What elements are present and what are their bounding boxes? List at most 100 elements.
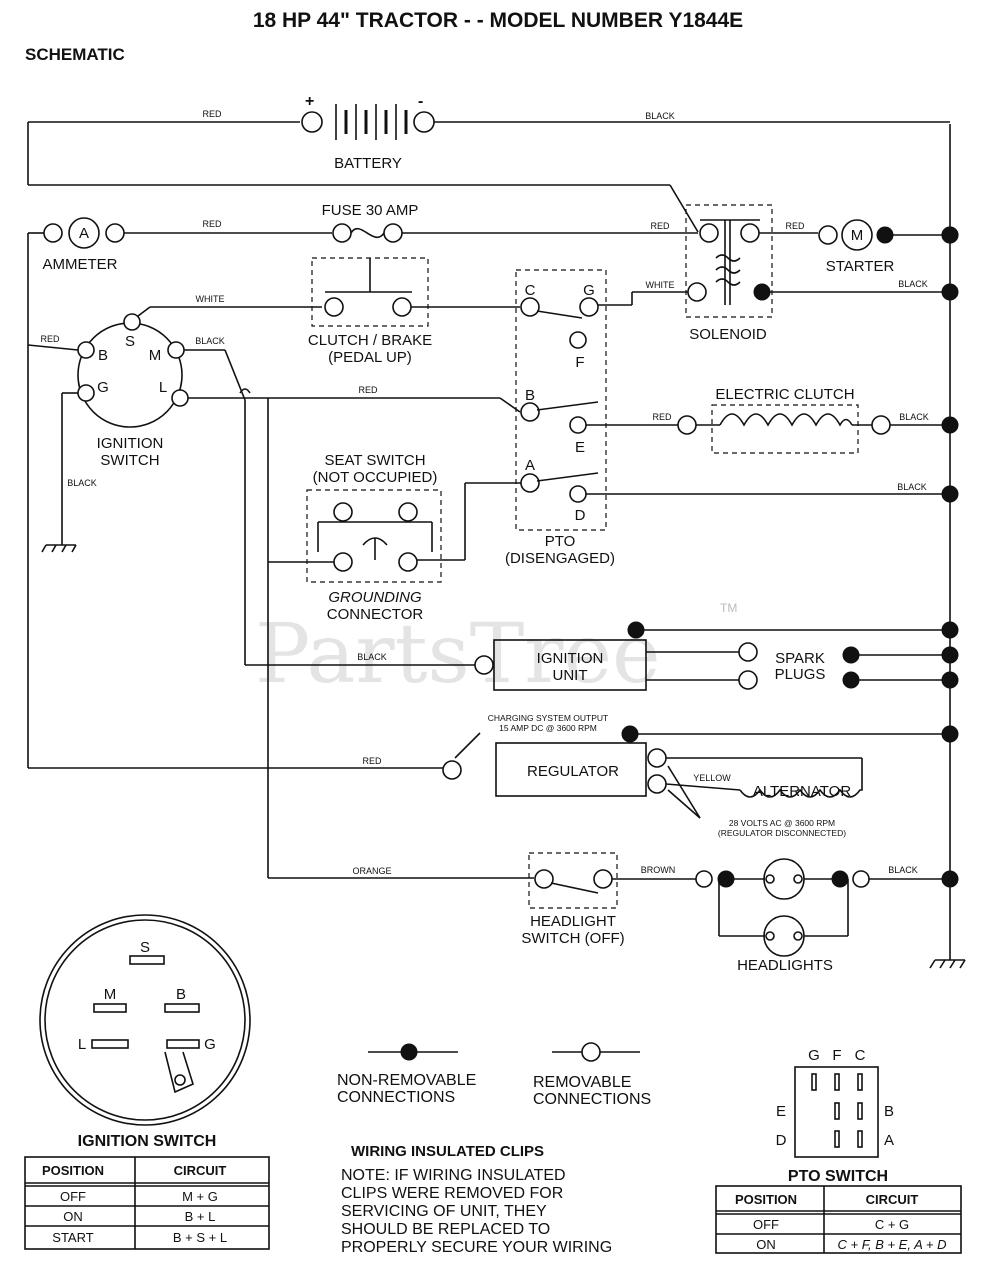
battery-label: BATTERY xyxy=(334,155,402,172)
wiring-clips-heading: WIRING INSULATED CLIPS xyxy=(351,1143,544,1160)
wiring-clips-line-1: NOTE: IF WIRING INSULATED xyxy=(341,1167,566,1184)
pto-table-header-circuit: CIRCUIT xyxy=(866,1192,919,1207)
charging-note-2: 15 AMP DC @ 3600 RPM xyxy=(499,723,597,733)
ammeter: A AMMETER xyxy=(27,217,332,345)
pto-face-right-b: B xyxy=(884,1103,894,1120)
terminal-l: L xyxy=(159,379,167,396)
volts-note-1: 28 VOLTS AC @ 3600 RPM xyxy=(729,818,835,828)
wire-label-white-solenoid: WHITE xyxy=(646,280,675,290)
clutch-brake-switch: CLUTCH / BRAKE (PEDAL UP) xyxy=(308,257,520,366)
pto-terminal-g: G xyxy=(583,282,595,299)
wire-label-red-b: RED xyxy=(40,334,60,344)
pto-table-header-position: POSITION xyxy=(735,1192,797,1207)
electric-clutch-label: ELECTRIC CLUTCH xyxy=(715,386,854,403)
wire-label-black-m: BLACK xyxy=(195,336,225,346)
terminal-m: M xyxy=(149,347,162,364)
face-label-l: L xyxy=(78,1036,86,1053)
watermark-tm: TM xyxy=(720,601,737,615)
ignition-table-cell: M + G xyxy=(182,1189,218,1204)
pto-label-1: PTO xyxy=(545,533,576,550)
ammeter-symbol: A xyxy=(79,225,89,242)
battery: + - BATTERY RED BLACK xyxy=(28,93,950,172)
pto-face-top-f: F xyxy=(832,1047,841,1064)
spark-plugs-label-1: SPARK xyxy=(775,650,825,667)
pto-table-cell: ON xyxy=(756,1237,776,1252)
wire-label-red-solenoid: RED xyxy=(650,221,670,231)
wire-label-red-battery: RED xyxy=(202,109,222,119)
ignition-table-cell: B + S + L xyxy=(173,1230,227,1245)
wire-label-yellow: YELLOW xyxy=(693,773,731,783)
seat-switch-label-2: (NOT OCCUPIED) xyxy=(313,469,438,486)
pto-table-cell: C + F, B + E, A + D xyxy=(838,1237,947,1252)
headlights-label: HEADLIGHTS xyxy=(737,957,833,974)
terminal-g: G xyxy=(97,379,109,396)
ignition-table-cell: START xyxy=(52,1230,93,1245)
legend-nonremovable-1: NON-REMOVABLE xyxy=(337,1072,476,1089)
fuse-label: FUSE 30 AMP xyxy=(322,202,419,219)
terminal-s: S xyxy=(125,333,135,350)
grounding-label-1: GROUNDING xyxy=(328,589,422,606)
pto-face-top-g: G xyxy=(808,1047,820,1064)
fuse-30-amp: FUSE 30 AMP RED RED xyxy=(202,202,698,243)
wire-label-black-ignition: BLACK xyxy=(357,652,387,662)
ignition-switch: S B M G L IGNITION SWITCH RED WHITE BLAC… xyxy=(27,294,521,665)
wire-label-brown: BROWN xyxy=(641,865,676,875)
ignition-table-title: IGNITION SWITCH xyxy=(78,1133,217,1150)
battery-plus: + xyxy=(305,93,314,110)
pto-terminal-e: E xyxy=(575,439,585,456)
solenoid-label: SOLENOID xyxy=(689,326,767,343)
wire-crossover xyxy=(239,388,251,394)
wire-label-black-headlights: BLACK xyxy=(888,865,918,875)
face-label-g: G xyxy=(204,1036,216,1053)
pto-terminal-c: C xyxy=(525,282,536,299)
pto-switch-face: G F C E D B A xyxy=(776,1047,894,1158)
ignition-table-cell: OFF xyxy=(60,1189,86,1204)
ignition-table-header-circuit: CIRCUIT xyxy=(174,1163,227,1178)
headlight-switch-label-2: SWITCH (OFF) xyxy=(521,930,624,947)
ground-dot xyxy=(941,226,959,244)
wire-label-red-l: RED xyxy=(358,385,378,395)
ignition-table-cell: B + L xyxy=(185,1209,216,1224)
wiring-clips-line-5: PROPERLY SECURE YOUR WIRING xyxy=(341,1239,612,1256)
pto-face-left-e: E xyxy=(776,1103,786,1120)
wire-label-black-pto-d: BLACK xyxy=(897,482,927,492)
pto-switch: C G F B E A D PTO (DISENGAGED) BLACK xyxy=(416,269,959,567)
clutch-brake-label-2: (PEDAL UP) xyxy=(328,349,412,366)
connection-legend: NON-REMOVABLE CONNECTIONS REMOVABLE CONN… xyxy=(337,1042,651,1108)
alternator-label: ALTERNATOR xyxy=(753,783,852,800)
starter-label: STARTER xyxy=(826,258,895,275)
face-label-b: B xyxy=(176,986,186,1003)
ignition-table-header-position: POSITION xyxy=(42,1163,104,1178)
ignition-unit-label-2: UNIT xyxy=(553,667,588,684)
ignition-unit-label-1: IGNITION xyxy=(537,650,604,667)
wire-label-red-regulator: RED xyxy=(362,756,382,766)
wiring-clips-line-3: SERVICING OF UNIT, THEY xyxy=(341,1203,547,1220)
ignition-switch-label-1: IGNITION xyxy=(97,435,164,452)
pto-terminal-a: A xyxy=(525,457,535,474)
pto-face-left-d: D xyxy=(776,1132,787,1149)
wiring-clips-line-4: SHOULD BE REPLACED TO xyxy=(341,1221,550,1238)
regulator: RED REGULATOR CHARGING SYSTEM OUTPUT 15 … xyxy=(27,345,959,797)
ammeter-label: AMMETER xyxy=(43,256,118,273)
electric-clutch: ELECTRIC CLUTCH RED BLACK xyxy=(652,386,959,454)
pto-terminal-f: F xyxy=(575,354,584,371)
ignition-switch-table: IGNITION SWITCH POSITION CIRCUIT OFF M +… xyxy=(24,1133,270,1250)
pto-table-cell: OFF xyxy=(753,1217,779,1232)
pto-switch-table: PTO SWITCH POSITION CIRCUIT OFF C + G ON… xyxy=(715,1168,962,1254)
wiring-clips-note: WIRING INSULATED CLIPS NOTE: IF WIRING I… xyxy=(341,1143,612,1256)
page-title: 18 HP 44" TRACTOR - - MODEL NUMBER Y1844… xyxy=(253,9,743,32)
wiring-clips-line-2: CLIPS WERE REMOVED FOR xyxy=(341,1185,563,1202)
wire-label-black-g: BLACK xyxy=(67,478,97,488)
alternator: ALTERNATOR YELLOW 28 VOLTS AC @ 3600 RPM… xyxy=(665,757,863,838)
wire-label-black-clutch: BLACK xyxy=(899,412,929,422)
solenoid: SOLENOID RED BLACK WHITE xyxy=(598,204,959,343)
pto-terminal-b: B xyxy=(525,387,535,404)
pto-face-top-c: C xyxy=(855,1047,866,1064)
grounding-label-2: CONNECTOR xyxy=(327,606,424,623)
terminal-b: B xyxy=(98,347,108,364)
seat-switch-label-1: SEAT SWITCH xyxy=(324,452,425,469)
wire-label-black-battery: BLACK xyxy=(645,111,675,121)
headlight-switch-label-1: HEADLIGHT xyxy=(530,913,616,930)
spark-plugs-label-2: PLUGS xyxy=(775,666,826,683)
